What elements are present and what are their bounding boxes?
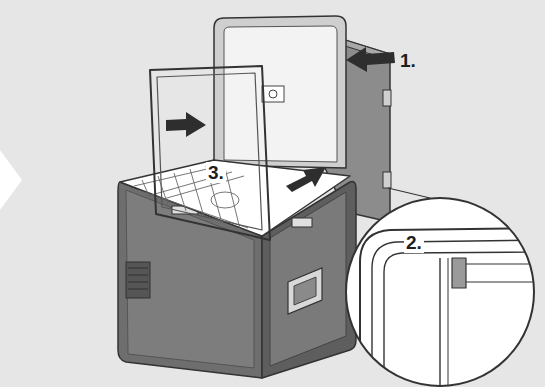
detail-lens <box>346 198 545 387</box>
callout-number: 1. <box>398 50 418 71</box>
callout-number: 2. <box>404 232 424 253</box>
insert-frame <box>150 66 270 240</box>
cooler-body <box>118 160 356 378</box>
lid <box>214 16 346 168</box>
direction-arrows <box>166 47 395 192</box>
callout-number: 3. <box>206 162 226 183</box>
leader-line <box>388 188 430 198</box>
step-chevron <box>0 150 22 210</box>
